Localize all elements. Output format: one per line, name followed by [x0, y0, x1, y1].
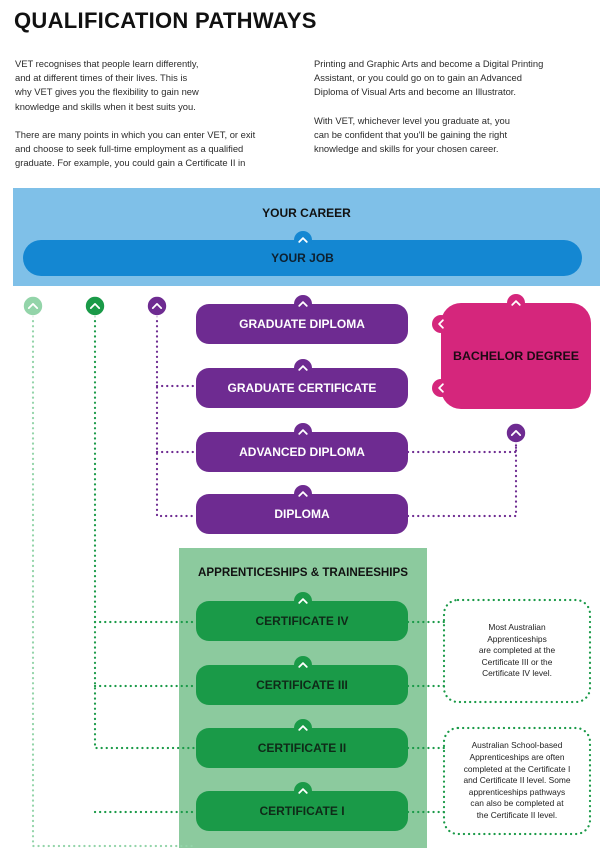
note-line: and Certificate II level. Some [463, 775, 571, 786]
career-title: YOUR CAREER [262, 206, 351, 220]
intro-line: why VET gives you the flexibility to gai… [15, 86, 199, 98]
intro-line: knowledge and skills for your chosen car… [314, 143, 499, 155]
chevron-up-icon [294, 485, 312, 503]
bachelor-degree-box: BACHELOR DEGREE [441, 303, 591, 409]
note-line: Certificate III or the [481, 656, 553, 667]
note-line: Apprenticeships are often [469, 752, 565, 763]
graduate-diploma-pill: GRADUATE DIPLOMA [196, 304, 408, 344]
certificate-ii-label: CERTIFICATE II [257, 741, 347, 755]
note-line: apprenticeships pathways [468, 786, 566, 797]
chevron-up-icon [294, 423, 312, 441]
bachelor-degree-label: BACHELOR DEGREE [453, 349, 579, 363]
note-line: are completed at the [478, 645, 556, 656]
chevron-up-icon [294, 231, 312, 249]
job-label: YOUR JOB [271, 251, 334, 265]
apprenticeship-note: Most Australian Apprenticeships are comp… [446, 602, 588, 700]
chevron-up-icon [294, 295, 312, 313]
chevron-up-icon [294, 359, 312, 377]
page-title: QUALIFICATION PATHWAYS [14, 8, 317, 33]
chevron-up-icon [84, 295, 106, 317]
certificate-iii-label: CERTIFICATE III [256, 678, 348, 692]
chevron-up-icon [22, 295, 44, 317]
note-line: completed at the Certificate I [463, 763, 571, 774]
advanced-diploma-pill: ADVANCED DIPLOMA [196, 432, 408, 472]
chevron-up-icon [294, 656, 312, 674]
intro-line: knowledge and skills when it best suits … [15, 100, 196, 112]
apprenticeships-title: APPRENTICESHIPS & TRAINEESHIPS [197, 566, 408, 579]
intro-line: and at different times of their lives. T… [15, 72, 188, 84]
dotted-connector [31, 314, 198, 848]
note-line: the Certificate II level. [476, 809, 558, 820]
note-line: Australian School-based [471, 740, 563, 751]
certificate-i-label: CERTIFICATE I [259, 804, 345, 818]
graduate-certificate-label: GRADUATE CERTIFICATE [227, 381, 377, 395]
advanced-diploma-label: ADVANCED DIPLOMA [239, 445, 365, 459]
intro-left-column: VET recognises that people learn differe… [15, 57, 255, 170]
chevron-up-icon [294, 592, 312, 610]
note-box-outline [442, 598, 592, 704]
note-box-outline [442, 726, 592, 836]
intro-line: Assistant, or you could go on to gain an… [314, 72, 522, 84]
graduate-diploma-label: GRADUATE DIPLOMA [239, 317, 365, 331]
intro-right-column: Printing and Graphic Arts and become a D… [314, 57, 543, 156]
intro-line: graduate. For example, you could gain a … [15, 157, 246, 169]
certificate-ii-pill: CERTIFICATE II [196, 728, 408, 768]
chevron-up-icon [507, 294, 525, 312]
intro-line: can be confident that you'll be gaining … [314, 128, 508, 140]
intro-line: VET recognises that people learn differe… [15, 58, 199, 69]
note-line: can also be completed at [470, 798, 564, 809]
school-based-note: Australian School-based Apprenticeships … [446, 729, 588, 833]
intro-line: There are many points in which you can e… [15, 128, 256, 140]
dotted-connector [93, 314, 198, 750]
chevron-up-icon [294, 719, 312, 737]
intro-line: Printing and Graphic Arts and become a D… [314, 58, 544, 69]
dotted-connector [406, 440, 518, 518]
chevron-left-icon [432, 315, 450, 333]
chevron-up-icon [294, 782, 312, 800]
certificate-iv-label: CERTIFICATE IV [255, 614, 349, 628]
chevron-up-icon [505, 422, 527, 444]
note-line: Certificate IV level. [482, 668, 552, 679]
intro-line: and choose to seek full-time employment … [15, 143, 244, 155]
chevron-up-icon [146, 295, 168, 317]
chevron-left-icon [432, 379, 450, 397]
intro-line: Diploma of Visual Arts and become an Ill… [314, 86, 517, 98]
note-line: Apprenticeships [487, 633, 547, 644]
intro-line: With VET, whichever level you graduate a… [314, 114, 510, 126]
dotted-connector [406, 440, 518, 454]
note-line: Most Australian [488, 622, 546, 633]
diploma-label: DIPLOMA [274, 507, 330, 521]
dotted-connector [155, 314, 198, 518]
